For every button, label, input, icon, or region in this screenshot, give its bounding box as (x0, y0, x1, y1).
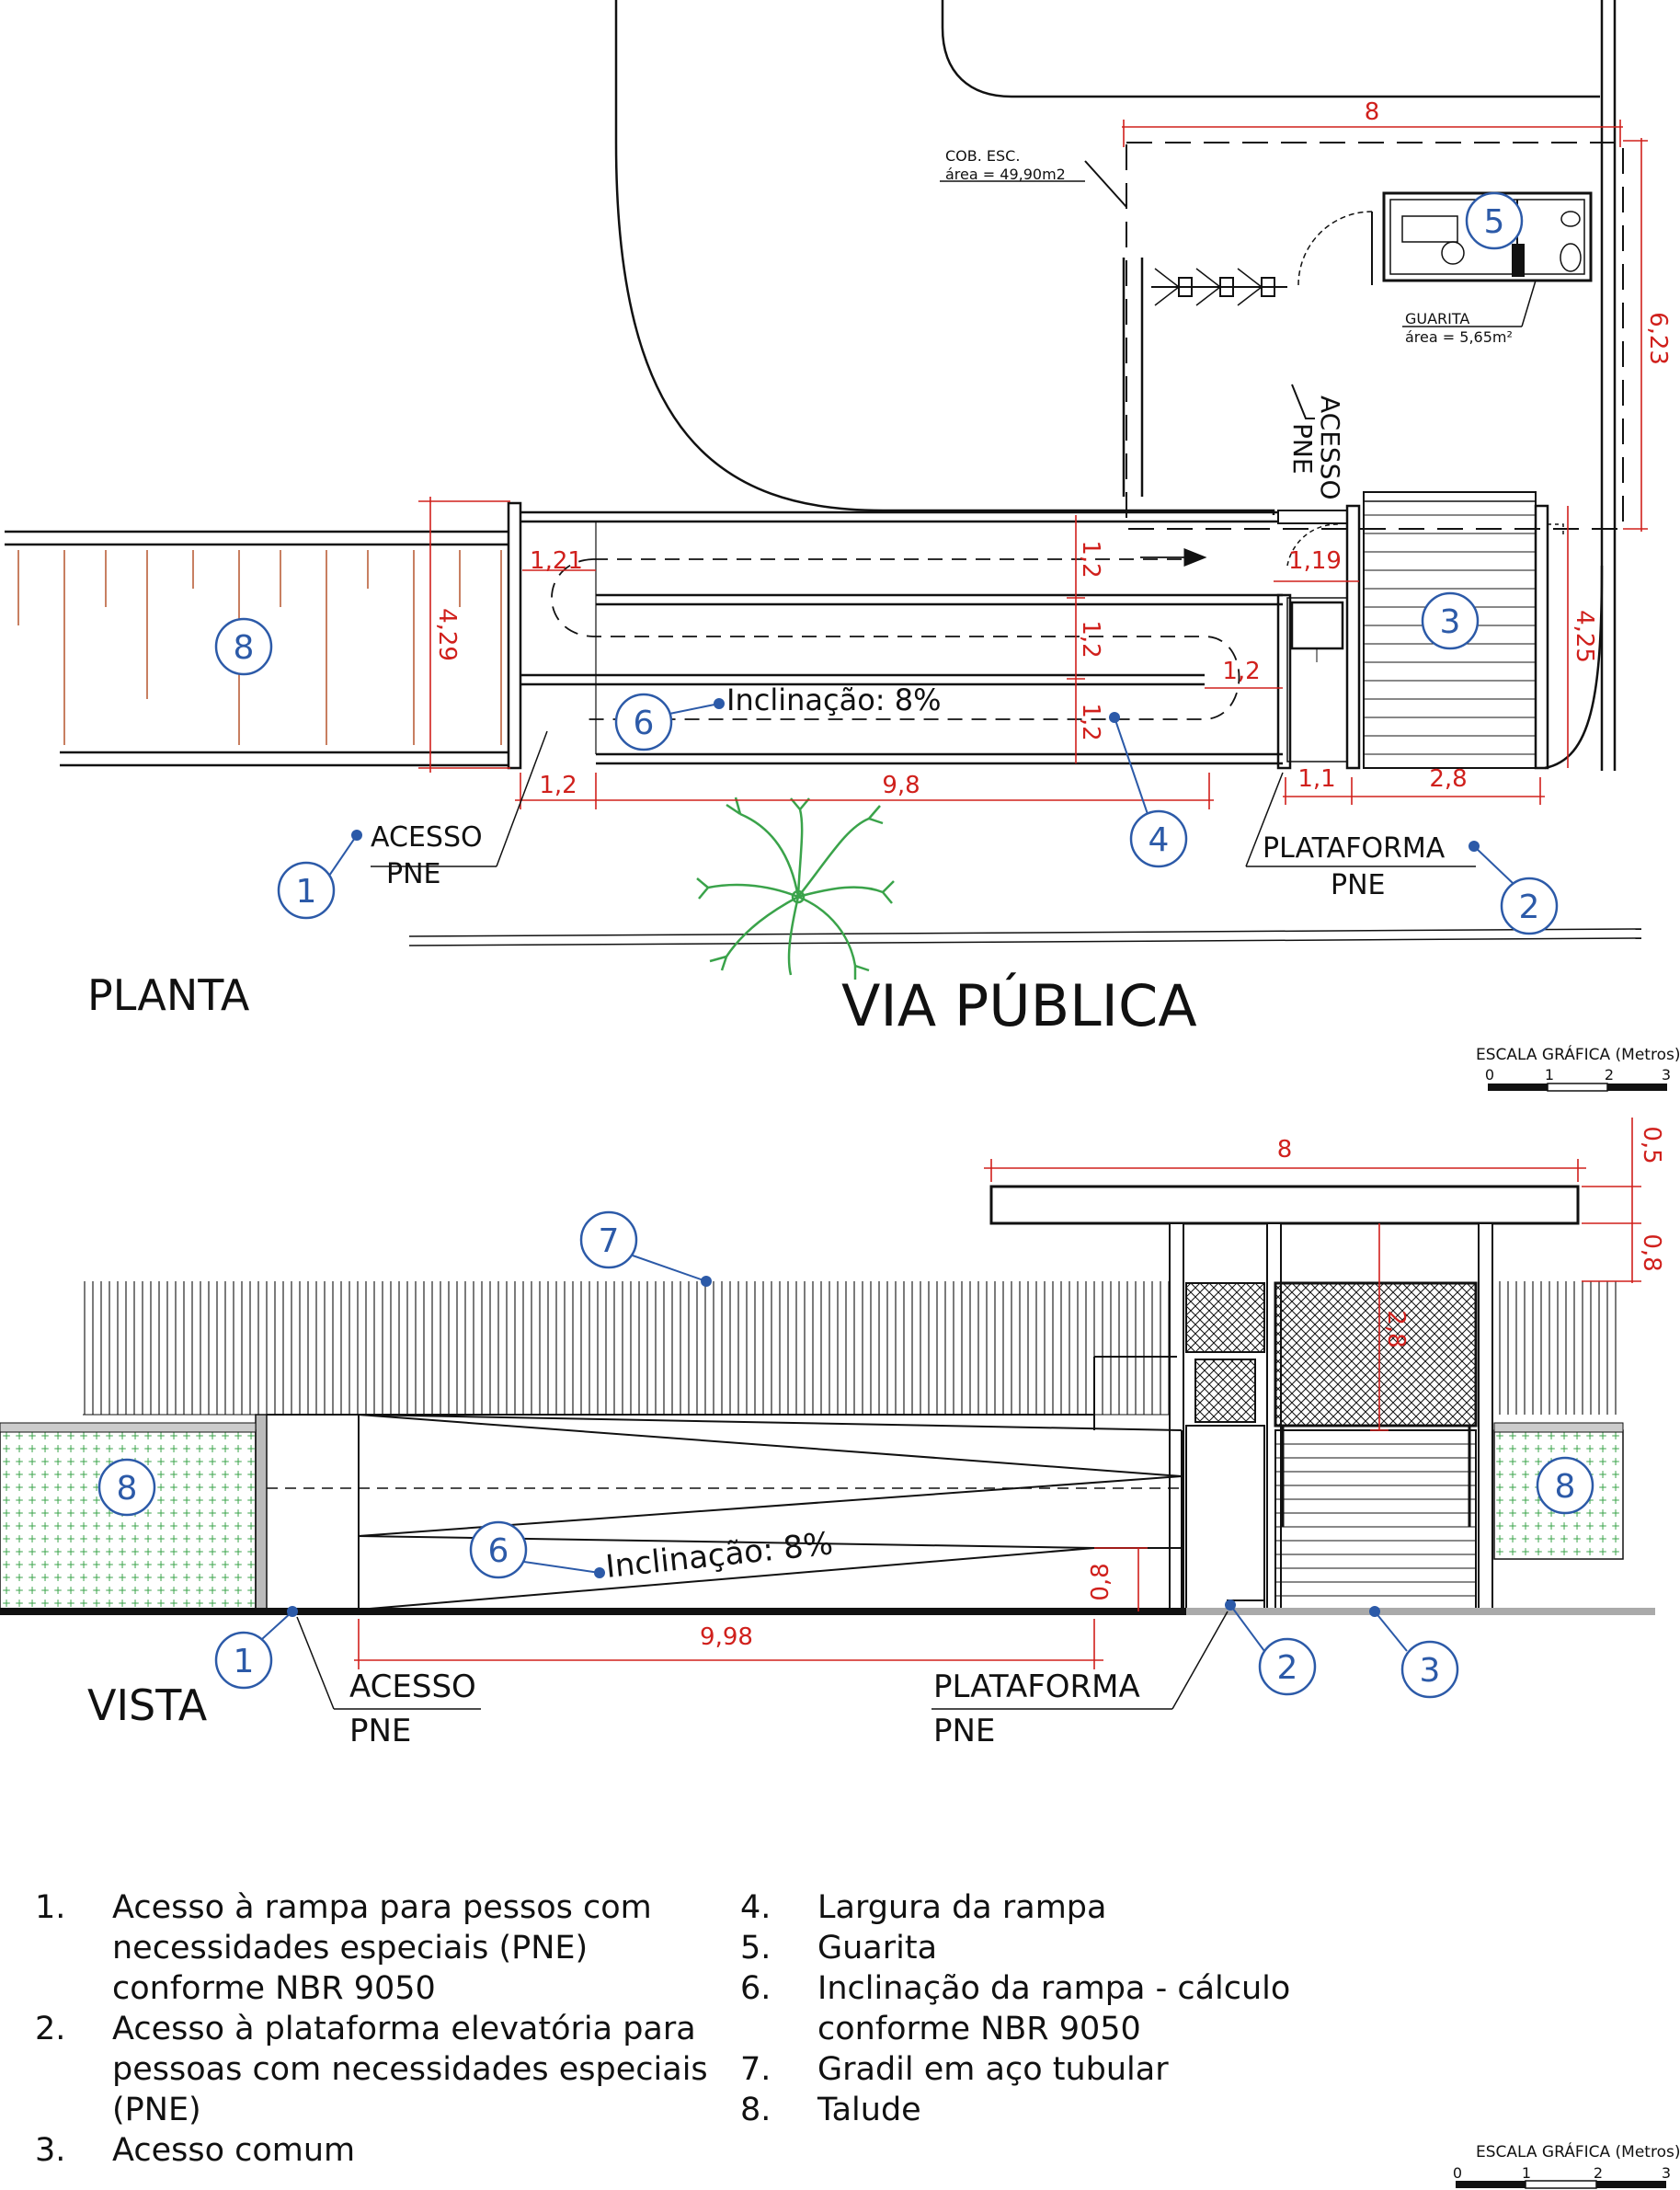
street-label: VIA PÚBLICA (841, 972, 1197, 1039)
elevation-dimensions: 8 0,5 0,8 2,8 0,8 9,98 (354, 1118, 1665, 1669)
scale-tick-3-bottom: 3 (1662, 2164, 1671, 2182)
callout-1: 1 (296, 873, 317, 911)
elev-callout-6: 6 (488, 1532, 509, 1570)
plan-callouts: 1 2 3 4 5 6 8 (214, 191, 1559, 935)
access-vertical-line2: PNE (1287, 423, 1318, 475)
tree-symbol (696, 797, 895, 980)
legend-item: 3. Acesso comum (35, 2132, 356, 2169)
callout-2: 2 (1519, 889, 1540, 926)
scale-tick-1-top: 1 (1545, 1066, 1554, 1084)
plan-access-line2: PNE (386, 858, 441, 890)
dim-roof-thick: 0,5 (1638, 1126, 1665, 1164)
elev-callout-7: 7 (599, 1222, 620, 1260)
callout-6: 6 (634, 705, 655, 742)
inner-court-outline (941, 0, 1600, 98)
building-outline (614, 0, 1275, 515)
scale-tick-2-bottom: 2 (1594, 2164, 1603, 2182)
elev-callout-3: 3 (1420, 1652, 1441, 1690)
scale-bar-top: ESCALA GRÁFICA (Metros) 0 1 2 3 (1476, 1044, 1680, 1092)
plan-platform-line2: PNE (1331, 869, 1386, 901)
cover-note-line1: COB. ESC. (945, 147, 1020, 165)
talude-left-elev (0, 1429, 257, 1611)
dim-stair-depth: 4,25 (1571, 610, 1598, 663)
elev-access-line1: ACESSO (349, 1668, 476, 1705)
legend-left-column: 1. Acesso à rampa para pessos com necess… (35, 1887, 715, 2171)
dim-ramp-w2: 1,2 (1077, 620, 1104, 658)
plan-slope-label: Inclinação: 8% (726, 682, 941, 717)
scale-tick-2-top: 2 (1605, 1066, 1614, 1084)
scale-title-bottom: ESCALA GRÁFICA (Metros) (1476, 2141, 1680, 2161)
dim-ramp-depth: 4,29 (433, 608, 461, 661)
legend-item: 7. Gradil em aço tubular (740, 2051, 1169, 2088)
elev-slope-label: Inclinação: 8% (604, 1525, 835, 1586)
callout-4: 4 (1149, 821, 1170, 859)
dim-ramp-length: 9,8 (882, 772, 920, 799)
legend-item: 6. Inclinação da rampa - cálculo conform… (740, 1970, 1291, 2047)
scale-bar-bottom: ESCALA GRÁFICA (Metros) 0 1 2 3 (1453, 2141, 1680, 2189)
plan-dimensions: 8 6,23 4,29 1,21 1,2 1,2 1,2 1,2 1,19 4,… (418, 98, 1672, 809)
legend-right-column: 4. Largura da rampa 5. Guarita 6. Inclin… (740, 1887, 1439, 2130)
plan-platform-line1: PLATAFORMA (1263, 832, 1446, 865)
plan-access-line1: ACESSO (371, 821, 483, 854)
scale-tick-1-bottom: 1 (1522, 2164, 1531, 2182)
plan-view: COB. ESC. área = 49,90m2 GUAR (5, 0, 1672, 1039)
turnstiles (1151, 268, 1287, 306)
elevation-view: 8 0,5 0,8 2,8 0,8 9,98 Inclinação: 8% AC… (0, 1118, 1665, 1749)
callout-5: 5 (1484, 203, 1505, 241)
legend-item: 5. Guarita (740, 1930, 938, 1966)
elev-callout-2: 2 (1277, 1649, 1298, 1687)
dim-roof-width: 8 (1277, 1136, 1293, 1164)
scale-tick-3-top: 3 (1662, 1066, 1671, 1084)
elev-callout-8-right: 8 (1555, 1468, 1576, 1506)
cover-outline (1126, 142, 1624, 530)
dim-cover-width: 8 (1365, 98, 1380, 126)
elevation-callouts: 1 2 3 6 7 8 8 (97, 1210, 1594, 1699)
scale-title-top: ESCALA GRÁFICA (Metros) (1476, 1044, 1680, 1064)
dim-ramp-rise: 0,8 (1087, 1563, 1114, 1600)
ramp-plan (507, 501, 1361, 770)
booth-note-line1: GUARITA (1405, 310, 1469, 327)
legend-item: 4. Largura da rampa (740, 1889, 1107, 1926)
legend-item: 2. Acesso à plataforma elevatória para p… (35, 2011, 708, 2128)
elev-platform-line1: PLATAFORMA (933, 1668, 1140, 1705)
booth-note-line2: área = 5,65m² (1405, 328, 1513, 346)
dim-landing-width: 1,21 (530, 547, 583, 575)
plan-title: PLANTA (87, 970, 250, 1020)
callout-3: 3 (1440, 603, 1461, 641)
dim-turn: 1,2 (1222, 658, 1260, 685)
elev-callout-1: 1 (234, 1643, 255, 1680)
elev-access-line2: PNE (349, 1713, 411, 1749)
scale-tick-0-top: 0 (1485, 1066, 1494, 1084)
dim-stair-width: 2,8 (1429, 765, 1467, 793)
stairs-elevation (1274, 1429, 1477, 1611)
dim-cover-depth: 6,23 (1644, 312, 1672, 365)
dim-plat-width: 1,1 (1297, 765, 1335, 793)
railing (83, 1281, 1172, 1415)
cover-note-line2: área = 49,90m2 (945, 166, 1066, 183)
legend-item: 1. Acesso à rampa para pessos com necess… (35, 1889, 652, 2007)
callout-8-plan: 8 (234, 629, 255, 667)
gate-mesh (1274, 1281, 1478, 1428)
legend: 1. Acesso à rampa para pessos com necess… (35, 1887, 1653, 2182)
dim-ramp-w1: 1,2 (1077, 540, 1104, 578)
access-vertical-line1: ACESSO (1315, 396, 1345, 500)
scale-tick-0-bottom: 0 (1453, 2164, 1462, 2182)
dim-ramp-w3: 1,2 (1077, 703, 1104, 740)
elev-platform-line2: PNE (933, 1713, 995, 1749)
legend-item: 8. Talude (740, 2092, 921, 2128)
dim-entry: 1,2 (539, 772, 577, 799)
dim-beam: 0,8 (1638, 1233, 1665, 1271)
talude-left (5, 530, 509, 767)
dim-ramp-length-elev: 9,98 (700, 1623, 753, 1651)
dim-platform: 1,19 (1288, 547, 1342, 575)
elev-callout-8-left: 8 (117, 1470, 138, 1508)
elevation-title: VISTA (87, 1680, 208, 1730)
roof-slab (989, 1185, 1580, 1225)
dim-height: 2,8 (1382, 1310, 1410, 1347)
